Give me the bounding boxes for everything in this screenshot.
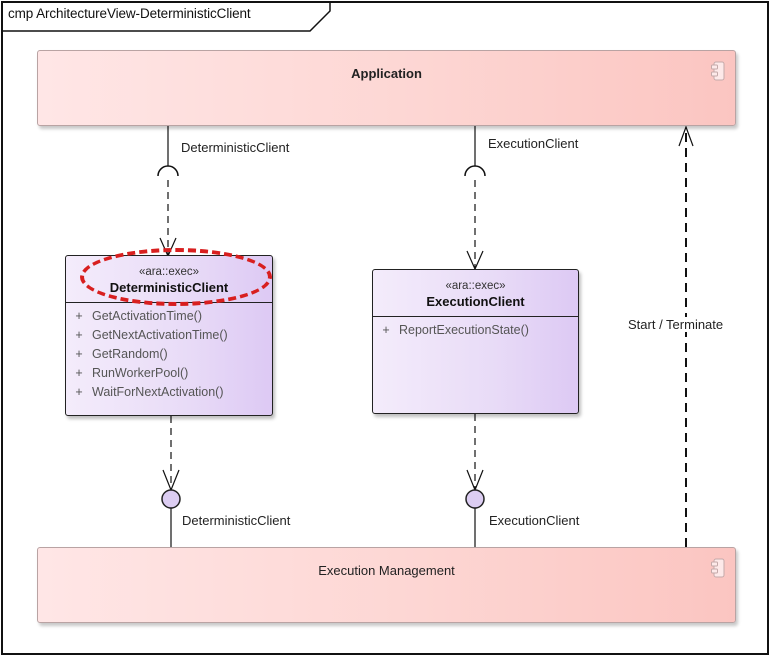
- component-application[interactable]: Application: [37, 50, 736, 126]
- operation-item[interactable]: + GetRandom(): [66, 345, 272, 364]
- component-execution-management-name: Execution Management: [318, 563, 455, 578]
- socket-icon-execution: [464, 165, 486, 177]
- socket-icon-deterministic: [157, 165, 179, 177]
- class-execution-client[interactable]: «ara::exec» ExecutionClient + ReportExecu…: [372, 269, 579, 414]
- operation-name: GetRandom(): [92, 347, 168, 361]
- provided-interface-label-deterministic: DeterministicClient: [182, 513, 291, 528]
- operation-name: GetNextActivationTime(): [92, 328, 228, 342]
- operation-list: + ReportExecutionState(): [373, 317, 578, 340]
- component-execution-management[interactable]: Execution Management: [37, 547, 736, 623]
- component-icon: [711, 61, 725, 81]
- arrowhead-icon-start-terminate: [678, 125, 694, 147]
- operation-item[interactable]: + GetNextActivationTime(): [66, 326, 272, 345]
- operation-item[interactable]: + WaitForNextActivation(): [66, 383, 272, 402]
- frame-title: cmp ArchitectureView-DeterministicClient: [8, 6, 251, 21]
- frame-title-tab-shape: [2, 2, 331, 32]
- visibility-marker: +: [75, 366, 83, 380]
- class-compartment-divider: [373, 316, 578, 317]
- provided-interface-label-execution: ExecutionClient: [489, 513, 580, 528]
- lollipop-icon-deterministic: [161, 489, 181, 509]
- visibility-marker: +: [75, 385, 83, 399]
- lollipop-icon-execution: [465, 489, 485, 509]
- operation-item[interactable]: + RunWorkerPool(): [66, 364, 272, 383]
- operation-name: GetActivationTime(): [92, 309, 202, 323]
- required-interface-label-execution: ExecutionClient: [488, 136, 579, 151]
- visibility-marker: +: [382, 323, 390, 337]
- visibility-marker: +: [75, 347, 83, 361]
- class-stereotype: «ara::exec»: [445, 280, 506, 292]
- required-interface-label-deterministic: DeterministicClient: [181, 140, 290, 155]
- class-name: ExecutionClient: [426, 294, 525, 309]
- operation-name: WaitForNextActivation(): [92, 385, 224, 399]
- operation-item[interactable]: + ReportExecutionState(): [373, 321, 578, 340]
- operation-name: ReportExecutionState(): [399, 323, 529, 337]
- component-icon: [711, 558, 725, 578]
- visibility-marker: +: [75, 328, 83, 342]
- start-terminate-label: Start / Terminate: [627, 317, 725, 332]
- operation-list: + GetActivationTime() + GetNextActivationT…: [66, 303, 272, 402]
- highlight-ellipse: [80, 248, 272, 306]
- operation-item[interactable]: + GetActivationTime(): [66, 307, 272, 326]
- visibility-marker: +: [75, 309, 83, 323]
- component-application-name: Application: [351, 66, 422, 81]
- operation-name: RunWorkerPool(): [92, 366, 189, 380]
